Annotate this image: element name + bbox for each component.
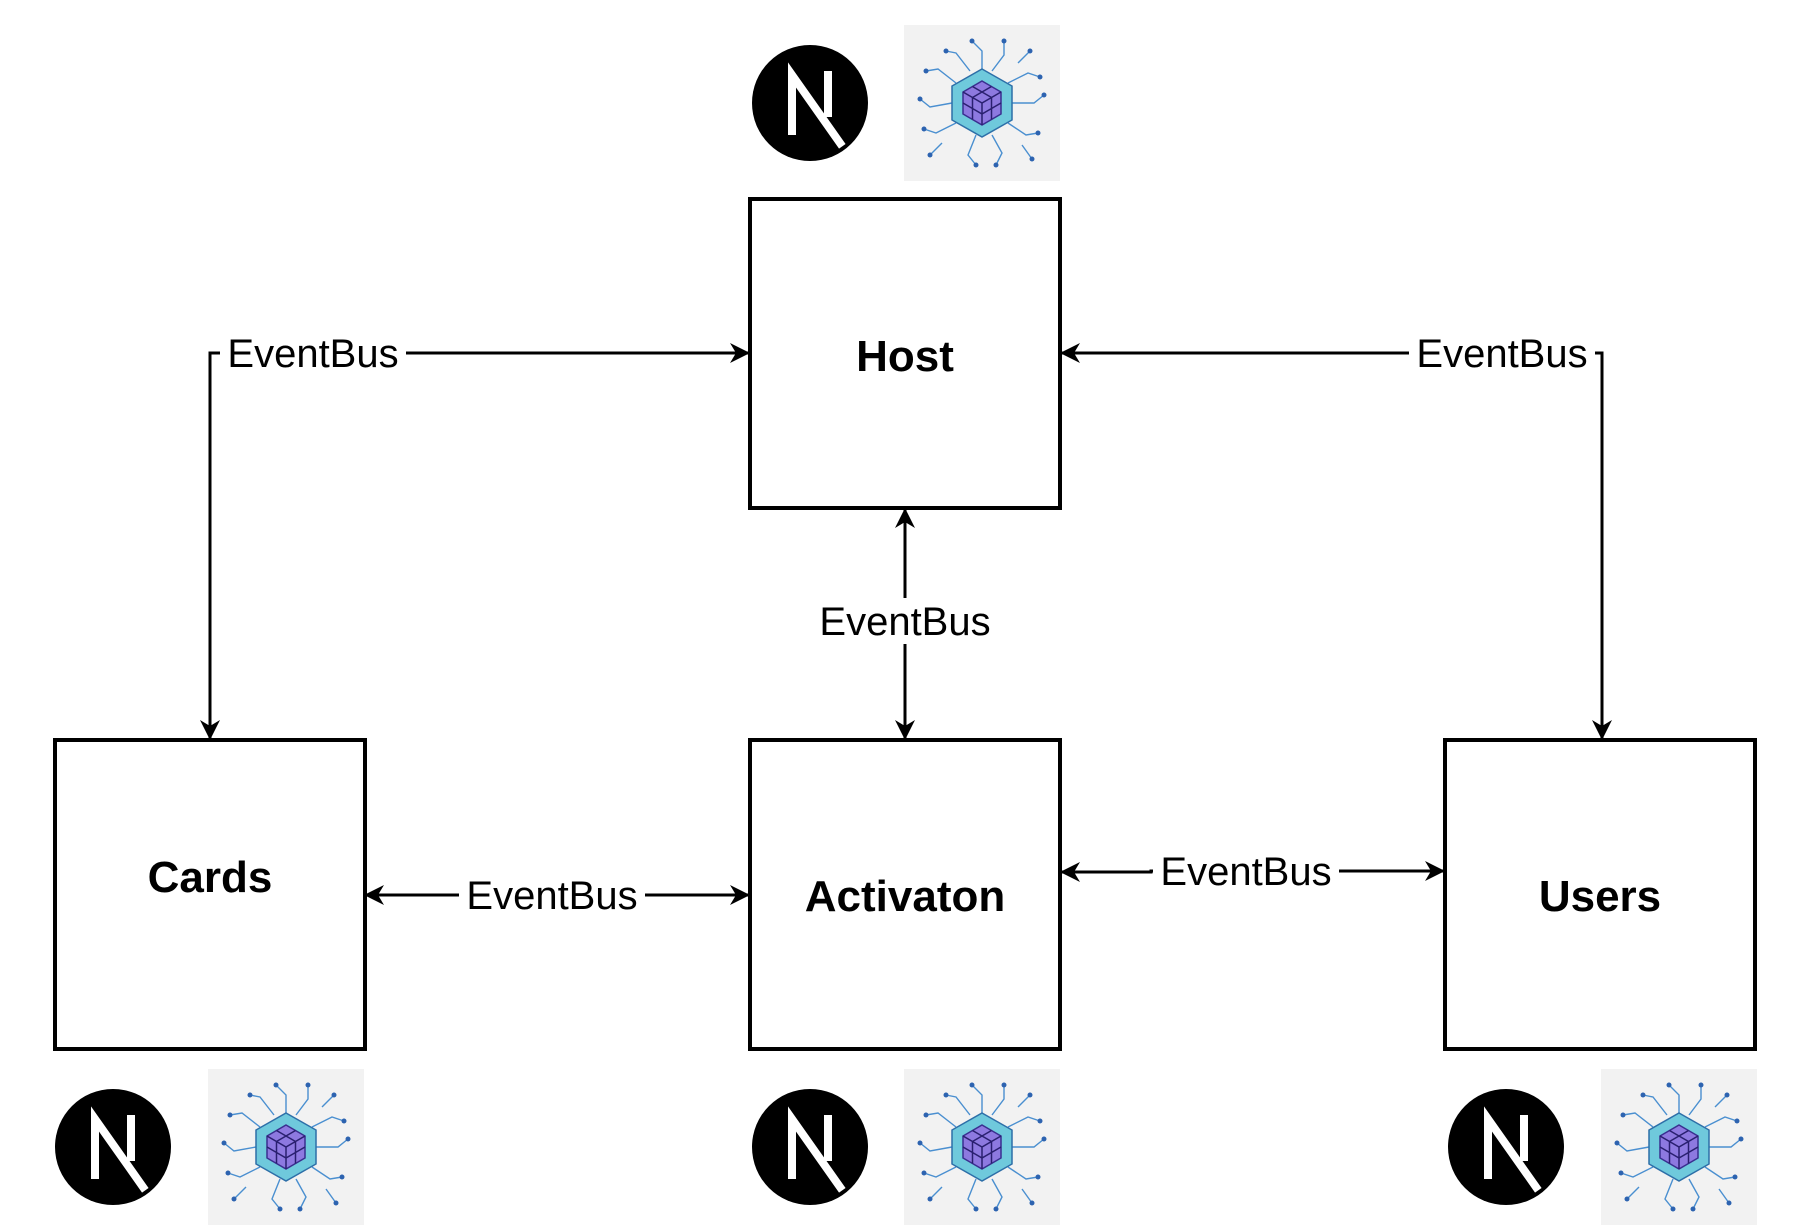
- node-label-host: Host: [856, 332, 954, 381]
- edge-cards-activation: EventBus: [364, 872, 750, 918]
- edge-activation-users: EventBus: [1060, 848, 1445, 894]
- module-federation-icon: [207, 1068, 365, 1226]
- node-label-cards: Cards: [148, 853, 273, 902]
- edge-label-cards-host: EventBus: [227, 332, 398, 376]
- edge-cards-host: EventBus: [200, 330, 750, 740]
- node-cards: Cards: [53, 738, 367, 1051]
- edge-label-cards-activation: EventBus: [466, 874, 637, 918]
- nextjs-logo-icon: [752, 1089, 868, 1205]
- node-users: Users: [1443, 738, 1757, 1051]
- node-host: Host: [748, 197, 1062, 510]
- nextjs-logo-icon: [752, 45, 868, 161]
- edge-label-users-host: EventBus: [1416, 332, 1587, 376]
- edge-label-host-activation: EventBus: [819, 600, 990, 644]
- nextjs-logo-icon: [1448, 1089, 1564, 1205]
- node-activation: Activaton: [748, 738, 1062, 1051]
- node-label-users: Users: [1539, 872, 1661, 921]
- module-federation-icon: [903, 1068, 1061, 1226]
- edge-label-activation-users: EventBus: [1160, 850, 1331, 894]
- edge-users-host: EventBus: [1060, 330, 1612, 740]
- node-label-activation: Activaton: [805, 872, 1005, 921]
- nextjs-logo-icon: [55, 1089, 171, 1205]
- edge-host-activation: EventBus: [812, 508, 998, 740]
- module-federation-icon: [1600, 1068, 1758, 1226]
- module-federation-icon: [903, 24, 1061, 182]
